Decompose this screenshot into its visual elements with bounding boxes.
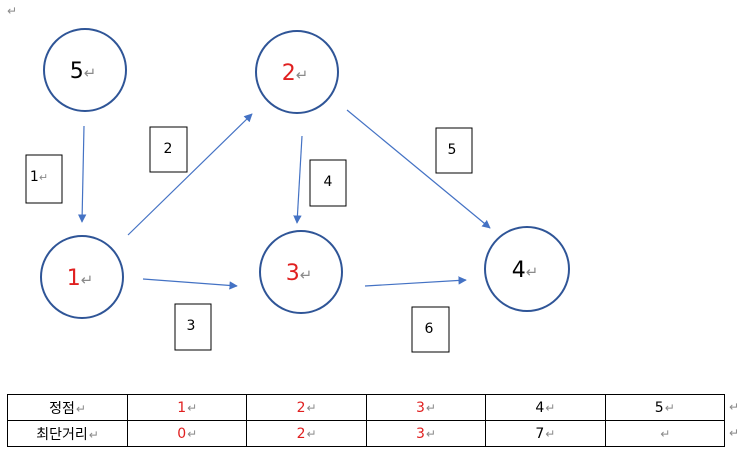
cell-value: 3 [415, 399, 425, 416]
edge-weight-label-2-4: 5 [448, 142, 457, 158]
cell-value: 4 [535, 399, 545, 416]
paragraph-mark: ↵ [306, 426, 317, 441]
edge-weight-label-2-3: 4 [324, 174, 333, 190]
edge-arrow-5-1 [77, 125, 87, 223]
shortest-distance-table: 정점↵1↵2↵3↵4↵5↵최단거리↵0↵2↵3↵7↵↵ [7, 394, 726, 447]
edge-weight-label-1-2: 2 [164, 141, 173, 157]
paragraph-mark: ↵ [187, 426, 198, 441]
edge-weight-label-5-1: 1↵ [30, 169, 48, 185]
row-header: 정점↵ [7, 394, 128, 421]
paragraph-mark: ↵ [425, 426, 436, 441]
paragraph-mark: ↵ [306, 400, 317, 415]
node-circle-2 [255, 30, 339, 114]
table-cell: 0↵ [126, 420, 248, 447]
table-cell: 4↵ [485, 394, 606, 421]
table-row: 최단거리↵0↵2↵3↵7↵↵ [7, 420, 726, 447]
row-header-label: 최단거리 [36, 426, 88, 443]
paragraph-mark: ↵ [296, 66, 309, 84]
table-cell: ↵ [604, 420, 726, 447]
edge-weight-box-2-3 [309, 159, 347, 207]
edge-weight-box-5-1 [25, 154, 63, 204]
paragraph-mark: ↵ [545, 426, 556, 441]
edge-weight-box-1-3 [174, 303, 212, 351]
edge-weight-label-3-4: 6 [425, 321, 434, 337]
edge-arrow-1-2 [127, 113, 253, 236]
edge-arrow-2-4 [346, 109, 491, 229]
edge-weight-label-1-3: 3 [187, 318, 196, 334]
cell-value: 5 [654, 399, 664, 416]
table-cell: 2↵ [246, 420, 367, 447]
node-label-3: 3↵ [286, 261, 313, 286]
cell-value: 2 [296, 399, 306, 416]
node-label-5: 5↵ [70, 59, 97, 84]
table-cell: 3↵ [365, 394, 487, 421]
node-circle-4 [484, 226, 570, 312]
cell-value: 1 [177, 399, 187, 416]
edge-weight-box-1-2 [149, 126, 188, 173]
table-cell: 7↵ [485, 420, 606, 447]
table-cell: 3↵ [365, 420, 487, 447]
row-end-mark: ↵ [729, 426, 740, 440]
cell-value: 3 [415, 425, 425, 442]
node-circle-5 [43, 28, 127, 112]
row-header-label: 정점 [49, 400, 75, 417]
cell-value: 7 [535, 425, 545, 442]
edge-arrow-1-3 [142, 278, 238, 290]
paragraph-mark: ↵ [75, 401, 86, 416]
cell-value: 2 [296, 425, 306, 442]
node-label-2: 2↵ [282, 61, 309, 86]
edge-weight-box-3-4 [411, 306, 450, 353]
paragraph-mark: ↵ [7, 4, 18, 18]
paragraph-mark: ↵ [664, 400, 675, 415]
paragraph-mark: ↵ [84, 64, 97, 82]
paragraph-mark: ↵ [39, 171, 48, 184]
node-circle-3 [259, 230, 343, 314]
row-header: 최단거리↵ [7, 420, 128, 447]
edge-arrow-2-3 [293, 135, 303, 224]
paragraph-mark: ↵ [526, 263, 539, 281]
paragraph-mark: ↵ [545, 400, 556, 415]
cell-value: 0 [177, 425, 187, 442]
paragraph-mark: ↵ [425, 400, 436, 415]
table-row: 정점↵1↵2↵3↵4↵5↵ [7, 394, 726, 421]
paragraph-mark: ↵ [88, 427, 99, 442]
node-label-4: 4↵ [512, 258, 539, 283]
node-circle-1 [40, 235, 124, 319]
paragraph-mark: ↵ [81, 271, 94, 289]
table-cell: 5↵ [604, 394, 726, 421]
edge-weight-box-2-4 [435, 127, 473, 174]
paragraph-mark: ↵ [660, 426, 671, 441]
paragraph-mark: ↵ [187, 400, 198, 415]
table-cell: 1↵ [126, 394, 248, 421]
row-end-mark: ↵ [729, 400, 740, 414]
table-cell: 2↵ [246, 394, 367, 421]
paragraph-mark: ↵ [300, 266, 313, 284]
edge-arrow-3-4 [364, 276, 467, 287]
node-label-1: 1↵ [67, 266, 94, 291]
